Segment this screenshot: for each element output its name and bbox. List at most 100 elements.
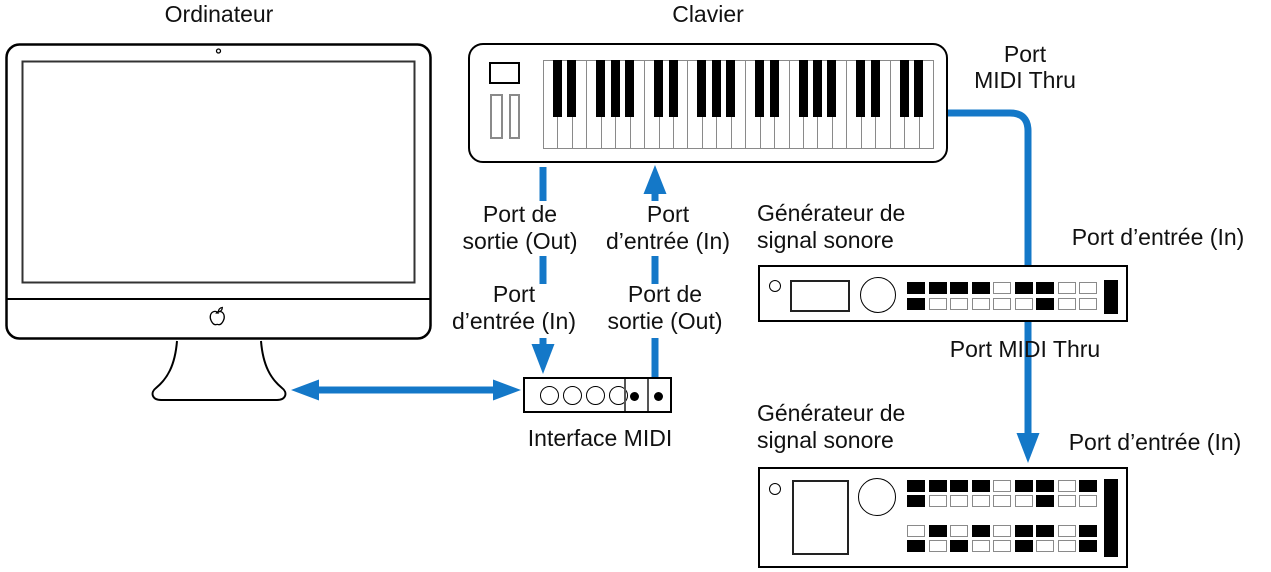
computer-screen bbox=[21, 60, 416, 284]
module-button bbox=[1036, 540, 1054, 552]
keyboard-label: Clavier bbox=[672, 1, 744, 27]
module-button bbox=[928, 282, 947, 294]
power-led bbox=[769, 280, 781, 292]
module-button bbox=[1036, 282, 1054, 294]
power-switch bbox=[1104, 280, 1118, 314]
black-key bbox=[726, 60, 736, 117]
indicator-dot bbox=[630, 392, 639, 401]
interface-out-port-label: Port de sortie (Out) bbox=[607, 281, 723, 334]
module-button bbox=[1079, 495, 1097, 507]
module-button bbox=[971, 495, 990, 507]
module-button bbox=[928, 495, 947, 507]
keyboard-in-arrow bbox=[643, 165, 667, 377]
module-1-port-in-label: Port d’entrée (In) bbox=[1071, 224, 1245, 250]
interface-divider bbox=[624, 379, 626, 411]
power-switch bbox=[1104, 479, 1118, 557]
black-key bbox=[596, 60, 606, 117]
keyboard-display bbox=[489, 62, 520, 84]
black-key bbox=[668, 60, 678, 117]
module-button bbox=[928, 525, 947, 537]
module-button bbox=[950, 540, 968, 552]
module-2-port-in-label: Port d’entrée (In) bbox=[1068, 429, 1242, 455]
midi-port-circle bbox=[586, 386, 605, 405]
module-button bbox=[1036, 298, 1054, 310]
keyboard-out-arrow bbox=[531, 167, 555, 374]
module-button bbox=[1014, 540, 1033, 552]
module-button bbox=[971, 282, 990, 294]
module-button bbox=[928, 298, 947, 310]
module-button bbox=[1057, 540, 1076, 552]
module-button bbox=[993, 282, 1011, 294]
module-button bbox=[950, 298, 968, 310]
computer-label: Ordinateur bbox=[164, 1, 274, 27]
module-button bbox=[950, 495, 968, 507]
midi-port-circle bbox=[540, 386, 559, 405]
sound-module-1 bbox=[758, 265, 1128, 322]
module-button bbox=[928, 540, 947, 552]
module-button bbox=[1014, 298, 1033, 310]
module-button bbox=[993, 540, 1011, 552]
module-button bbox=[907, 298, 925, 310]
black-key bbox=[654, 60, 664, 117]
module-button bbox=[907, 525, 925, 537]
black-key bbox=[755, 60, 765, 117]
midi-port-circle bbox=[609, 386, 628, 405]
module-button bbox=[950, 525, 968, 537]
module-button bbox=[1079, 525, 1097, 537]
module-button bbox=[950, 480, 968, 492]
interface-divider bbox=[647, 379, 649, 411]
midi-keyboard bbox=[468, 43, 948, 163]
interface-in-port-label: Port d’entrée (In) bbox=[451, 281, 576, 334]
midi-thru-cable bbox=[942, 109, 1040, 463]
keyboard-in-port-label: Port d’entrée (In) bbox=[605, 201, 730, 254]
module-button bbox=[971, 525, 990, 537]
black-key bbox=[856, 60, 866, 117]
module-button bbox=[928, 480, 947, 492]
black-key bbox=[769, 60, 779, 117]
computer-interface-cable bbox=[291, 379, 521, 401]
module-button bbox=[971, 540, 990, 552]
black-key bbox=[625, 60, 635, 117]
module-button bbox=[1079, 540, 1097, 552]
module-1-name-label: Générateur de signal sonore bbox=[757, 200, 906, 253]
midi-port-circle bbox=[563, 386, 582, 405]
module-button bbox=[907, 480, 925, 492]
module-button bbox=[971, 298, 990, 310]
black-key bbox=[697, 60, 707, 117]
midi-interface bbox=[523, 377, 672, 413]
module-button bbox=[1079, 298, 1097, 310]
module-button bbox=[1079, 480, 1097, 492]
black-key bbox=[812, 60, 822, 117]
port-midi-thru-top-label: Port MIDI Thru bbox=[974, 41, 1076, 93]
computer-stand bbox=[151, 340, 287, 401]
mod-wheel bbox=[509, 94, 520, 139]
volume-knob bbox=[860, 277, 896, 313]
module-button bbox=[1057, 282, 1076, 294]
port-midi-thru-mid-label: Port MIDI Thru bbox=[949, 336, 1101, 362]
keyboard-keys bbox=[543, 60, 934, 149]
camera-dot bbox=[215, 48, 222, 54]
module-button bbox=[1057, 495, 1076, 507]
module-button bbox=[1057, 525, 1076, 537]
module-2-name-label: Générateur de signal sonore bbox=[757, 400, 906, 453]
module-button bbox=[1057, 298, 1076, 310]
module-button bbox=[1014, 282, 1033, 294]
interface-label: Interface MIDI bbox=[527, 425, 673, 451]
power-led bbox=[769, 483, 781, 495]
black-key bbox=[552, 60, 562, 117]
module-button bbox=[1014, 525, 1033, 537]
module-button bbox=[971, 480, 990, 492]
module-display bbox=[792, 480, 849, 555]
module-button bbox=[993, 525, 1011, 537]
module-button bbox=[1057, 480, 1076, 492]
module-display bbox=[790, 280, 850, 312]
black-key bbox=[711, 60, 721, 117]
black-key bbox=[567, 60, 577, 117]
module-button bbox=[1079, 282, 1097, 294]
module-button bbox=[907, 540, 925, 552]
sound-module-2 bbox=[758, 467, 1128, 568]
module-button bbox=[1036, 525, 1054, 537]
black-key bbox=[610, 60, 620, 117]
